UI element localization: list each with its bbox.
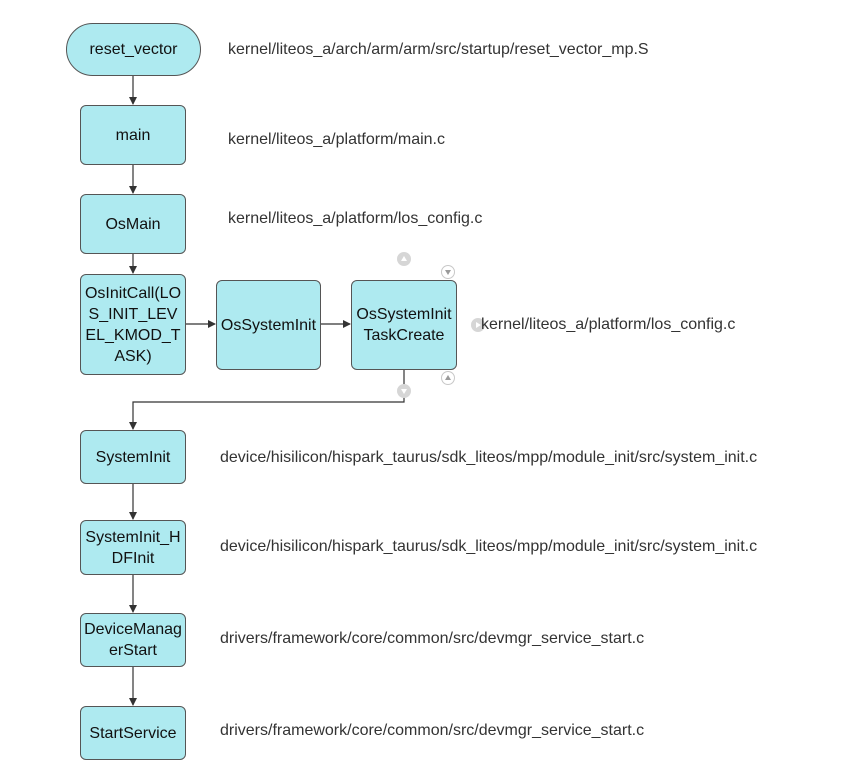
path-label-systeminit: device/hisilicon/hispark_taurus/sdk_lite… (220, 449, 758, 466)
path-label-devmgr: drivers/framework/core/common/src/devmgr… (220, 630, 645, 647)
node-osinitcall[interactable]: OsInitCall(LOS_INIT_LEVEL_KMOD_TASK) (80, 274, 186, 375)
node-devicemanagerstart[interactable]: DeviceManagerStart (80, 613, 186, 667)
handle-down-icon[interactable] (397, 384, 411, 398)
path-label-main: kernel/liteos_a/platform/main.c (228, 131, 445, 148)
edge-taskcreate-systeminit (129, 370, 405, 430)
path-label-taskcreate: kernel/liteos_a/platform/los_config.c (481, 316, 736, 333)
handle-up-icon[interactable] (397, 252, 411, 266)
node-reset-vector[interactable]: reset_vector (66, 23, 201, 76)
node-startservice[interactable]: StartService (80, 706, 186, 760)
node-ossysteminit[interactable]: OsSystemInit (216, 280, 321, 370)
handle-right-icon[interactable] (471, 318, 485, 332)
node-systeminit[interactable]: SystemInit (80, 430, 186, 484)
node-ossysteminittaskcreate[interactable]: OsSystemInitTaskCreate (351, 280, 457, 370)
node-systeminit-hdfinit[interactable]: SystemInit_HDFInit (80, 520, 186, 575)
handle-up-icon[interactable] (441, 371, 455, 385)
node-main[interactable]: main (80, 105, 186, 165)
path-label-reset-vector: kernel/liteos_a/arch/arm/arm/src/startup… (228, 41, 649, 58)
handle-down-icon[interactable] (441, 265, 455, 279)
path-label-hdfinit: device/hisilicon/hispark_taurus/sdk_lite… (220, 538, 758, 555)
path-label-osmain: kernel/liteos_a/platform/los_config.c (228, 210, 483, 227)
node-osmain[interactable]: OsMain (80, 194, 186, 254)
path-label-startservice: drivers/framework/core/common/src/devmgr… (220, 722, 645, 739)
